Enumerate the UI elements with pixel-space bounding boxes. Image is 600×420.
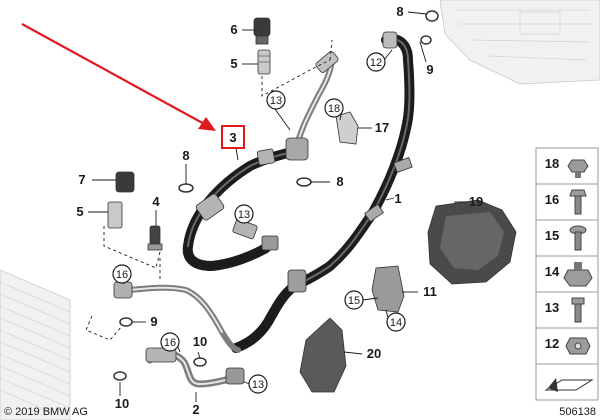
suction-hose [231,31,415,353]
legend-item-label: 16 [545,192,559,207]
screw-18-icon [567,159,589,178]
callout-7[interactable]: 7 [78,172,85,187]
callout-18[interactable]: 18 [328,103,340,115]
background-radiator [0,269,71,420]
nut-12-icon [565,337,591,355]
bracket-17 [335,111,359,145]
bracket-11 [371,265,405,313]
callout-15[interactable]: 15 [348,295,360,307]
upper-pipe [285,51,339,161]
lower-pipe [113,281,245,388]
bolt-16-icon [569,189,587,215]
legend-panel: 18 16 15 14 13 12 [535,147,599,401]
legend-item-label: 14 [545,264,560,279]
callout-19[interactable]: 19 [469,194,483,209]
callout-6[interactable]: 6 [230,22,237,37]
cap-6 [253,17,271,45]
callout-8-mid[interactable]: 8 [336,174,343,189]
callout-4[interactable]: 4 [152,194,160,209]
callout-9-top[interactable]: 9 [426,62,433,77]
callout-17[interactable]: 17 [375,120,389,135]
callout-1[interactable]: 1 [394,191,401,206]
copyright-text: © 2019 BMW AG [4,406,88,418]
pressure-sensor-4 [147,225,163,251]
callout-10-mid[interactable]: 10 [193,334,207,349]
legend-item-label: 12 [545,336,559,351]
callout-2[interactable]: 2 [192,402,199,417]
callout-5-lower[interactable]: 5 [76,204,83,219]
callout-8-top[interactable]: 8 [396,4,403,19]
callout-3[interactable]: 3 [229,130,236,145]
legend-item-label: 13 [545,300,559,315]
callout-9-left[interactable]: 9 [150,314,157,329]
wedge-arrow-icon [544,378,594,392]
callout-14[interactable]: 14 [390,317,402,329]
heat-shield-19 [427,199,517,285]
cap-7 [115,171,135,193]
callout-3-highlight [221,125,245,149]
callout-16-upper[interactable]: 16 [116,269,128,281]
callout-16-lower[interactable]: 16 [164,337,176,349]
nut-14-icon [563,262,593,287]
pointer-arrow [21,23,216,131]
valve-5-upper [257,49,271,75]
callout-13-upper[interactable]: 13 [270,95,282,107]
diagram-id: 506138 [559,406,596,418]
valve-5-lower [107,201,123,229]
callout-5-upper[interactable]: 5 [230,56,237,71]
callout-11[interactable]: 11 [423,284,437,299]
callout-13-lower[interactable]: 13 [252,379,264,391]
bolt-15-icon [569,225,587,251]
pressure-hose [182,147,297,271]
background-evaporator-housing [439,0,600,85]
callout-8-left[interactable]: 8 [182,148,189,163]
legend-item-label: 15 [545,228,559,243]
callout-13-mid[interactable]: 13 [238,209,250,221]
assembly-lines [85,39,333,341]
callout-20[interactable]: 20 [367,346,381,361]
leader-lines [88,11,466,402]
callout-12[interactable]: 12 [370,57,382,69]
screw-13-icon [571,297,585,323]
o-rings [113,10,439,381]
callout-10-left[interactable]: 10 [115,396,129,411]
legend-item-label: 18 [545,156,559,171]
cover-20 [299,317,347,393]
